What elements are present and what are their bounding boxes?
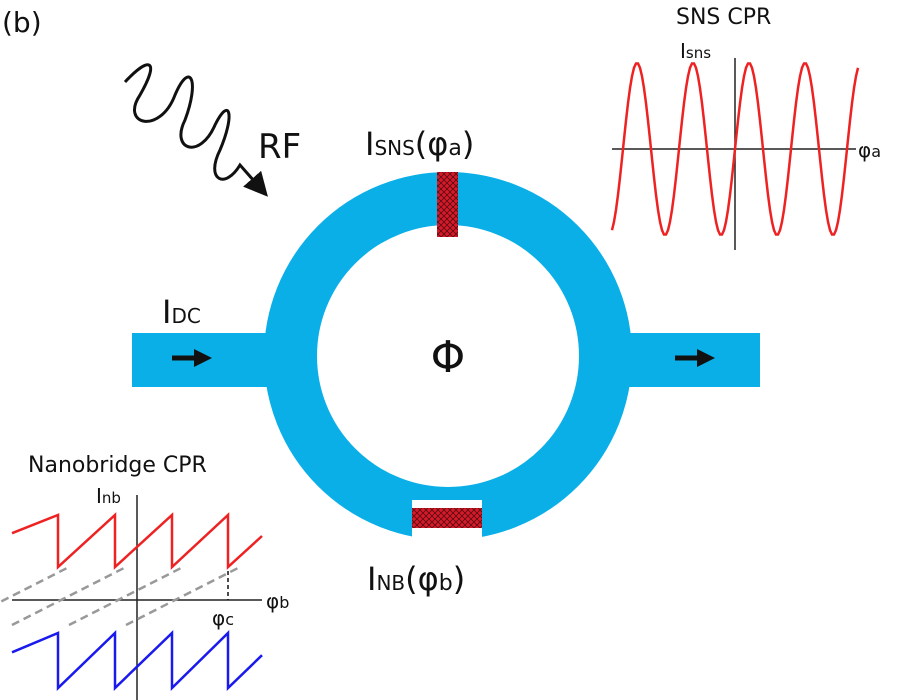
nb-cpr-red-curve <box>11 512 263 570</box>
nanobridge-junction <box>412 508 482 528</box>
nb-dashed-branch <box>0 565 70 604</box>
sns-junction <box>437 172 458 237</box>
nb-dashed-branch <box>125 565 241 627</box>
dc-current-label: IDC <box>162 293 201 331</box>
panel-label: (b) <box>2 6 42 39</box>
sns-cpr-title: SNS CPR <box>676 5 771 30</box>
current-arrow-left <box>172 349 212 367</box>
nb-cpr-blue-curve <box>11 630 263 691</box>
current-arrow-right <box>675 349 715 367</box>
rf-wave-icon <box>123 63 268 197</box>
nb-x-label: φb <box>266 589 289 613</box>
phi-c-label: φc <box>212 606 234 630</box>
nanobridge-cpr-plot: Nanobridge CPR Inb φb φc <box>0 453 289 700</box>
sns-y-label: Isns <box>680 39 711 63</box>
flux-label: Φ <box>431 332 466 383</box>
nb-dashed-lines <box>0 565 241 627</box>
nb-dashed-branch <box>11 565 127 627</box>
nb-y-label: Inb <box>96 484 121 508</box>
nb-junction-label: INB(φb) <box>367 560 465 598</box>
sns-junction-label: ISNS(φa) <box>365 125 474 163</box>
sns-x-label: φa <box>858 138 881 162</box>
nb-dashed-branch <box>68 565 184 627</box>
rf-label: RF <box>258 127 301 167</box>
nb-cpr-title: Nanobridge CPR <box>28 453 207 478</box>
sns-cpr-plot: SNS CPR Isns φa <box>610 5 881 250</box>
sns-cpr-curve <box>610 62 860 236</box>
